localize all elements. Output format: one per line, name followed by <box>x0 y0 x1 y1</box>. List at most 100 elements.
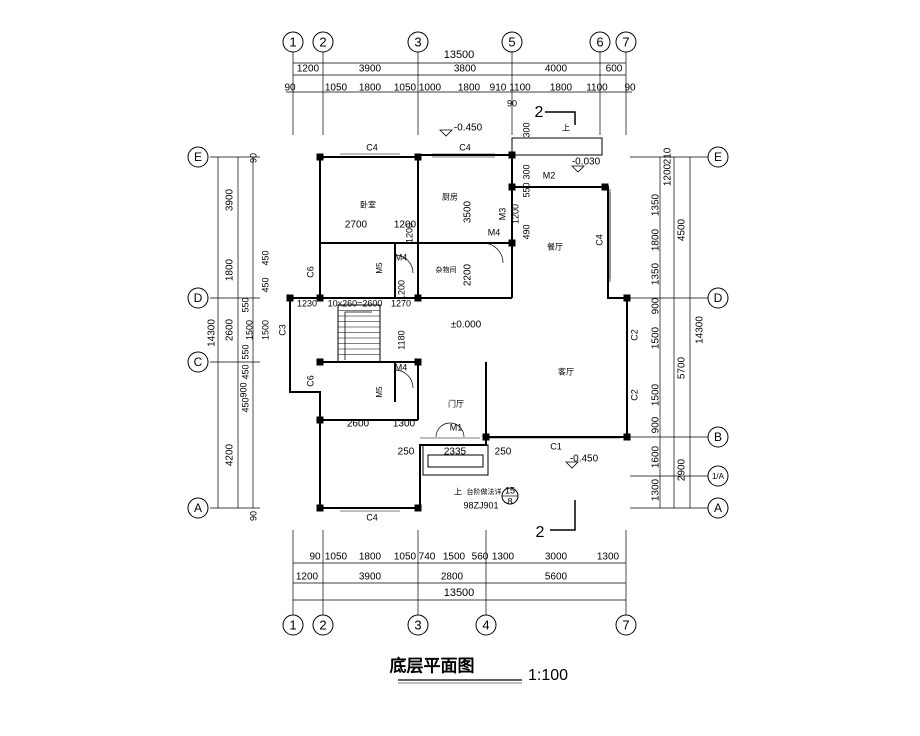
dim-text: 1500 <box>651 326 662 349</box>
column <box>316 294 324 302</box>
dim-text: 2900 <box>677 458 688 481</box>
ref-sheet: 8 <box>507 496 512 506</box>
column <box>623 433 631 441</box>
dim-text: 550 <box>240 344 250 359</box>
opening-tag: M3 <box>497 208 507 221</box>
dim-text: 1200 <box>296 572 319 583</box>
dim-text: 4200 <box>225 443 236 466</box>
door-swing <box>482 242 504 264</box>
dim-text: 1350 <box>651 193 662 216</box>
column <box>508 239 516 247</box>
dim-text: 14300 <box>207 319 218 347</box>
room-name: 客厅 <box>558 367 574 377</box>
column <box>508 183 516 191</box>
axis-label: 2 <box>319 34 326 49</box>
dim-text: 1200 <box>394 220 417 231</box>
drawing-scale: 1:100 <box>528 667 568 684</box>
level-mark: -0.450 <box>570 454 599 465</box>
room-name: 门厅 <box>448 399 464 409</box>
axis-bubble <box>312 31 334 53</box>
entry-step <box>511 137 603 156</box>
dim-text: 910 <box>490 83 507 94</box>
column <box>601 183 609 191</box>
level-mark: ±0.000 <box>451 320 482 331</box>
opening-tag: M4 <box>395 362 408 372</box>
opening-tag: M4 <box>395 252 408 262</box>
dim-text: 1180 <box>396 330 406 349</box>
axis-label: E <box>714 150 722 164</box>
dim-text: 450 <box>260 277 270 292</box>
dim-text: 1300 <box>393 419 416 430</box>
axis-label: A <box>714 501 722 515</box>
axis-label: 4 <box>482 617 489 632</box>
axis-bubble <box>407 31 429 53</box>
axis-bubble <box>615 31 637 53</box>
dim-text: 1300 <box>597 552 620 563</box>
level-triangle <box>439 129 453 137</box>
opening-tag: C4 <box>594 234 604 246</box>
dim-text: 1350 <box>651 262 662 285</box>
opening-tag: M2 <box>543 170 556 180</box>
axis-bubble <box>707 426 729 448</box>
dim-text: 1200 <box>404 223 414 243</box>
dim-text: 1300 <box>651 478 662 501</box>
opening-tag: C4 <box>459 142 471 152</box>
dim-text: 1100 <box>586 83 608 94</box>
axis-bubble <box>187 146 209 168</box>
axis-label: 2 <box>319 617 326 632</box>
dim-text: 3000 <box>545 552 568 563</box>
level-mark: -0.030 <box>572 157 601 168</box>
dim-text: 1000 <box>419 83 442 94</box>
axis-label: 7 <box>622 617 629 632</box>
stair-up-label: 上 <box>454 488 462 497</box>
column <box>316 153 324 161</box>
column <box>316 416 324 424</box>
dim-text: 1800 <box>550 83 573 94</box>
axis-label: A <box>194 501 202 515</box>
column <box>316 358 324 366</box>
opening-tag: C2 <box>629 389 639 401</box>
dim-text: 10x260=2600 <box>328 298 383 308</box>
drawing-title: 底层平面图 <box>390 656 475 677</box>
dim-text: 1050 <box>394 83 417 94</box>
dim-text: 900 <box>651 297 662 314</box>
axis-bubble <box>707 465 729 487</box>
opening-tag: C1 <box>550 441 562 451</box>
dim-text: 450 <box>240 364 250 379</box>
axis-bubble <box>707 287 729 309</box>
dim-text: 90 <box>309 552 321 563</box>
dim-text: 560 <box>472 552 489 563</box>
dim-text: 3900 <box>359 64 382 75</box>
dim-text: 1050 <box>325 83 348 94</box>
dim-text: 900 <box>238 382 248 397</box>
axis-bubble <box>475 614 497 636</box>
level-mark: -0.450 <box>454 123 483 134</box>
dim-text: 1500 <box>443 552 466 563</box>
dim-text: 1300 <box>492 552 515 563</box>
opening-tag: C6 <box>305 266 315 278</box>
door-swing <box>394 369 414 389</box>
dim-text: 14300 <box>695 316 706 344</box>
dim-text: 4500 <box>677 218 688 241</box>
ref-number: 15 <box>505 485 515 495</box>
opening-tag: M5 <box>375 262 384 274</box>
room-name: 卧室 <box>360 200 376 210</box>
dim-text: 1600 <box>651 445 662 468</box>
opening-tag: C6 <box>305 375 315 387</box>
dim-text: 3800 <box>454 64 477 75</box>
column <box>316 504 324 512</box>
section-line <box>545 111 576 125</box>
dim-text: 13500 <box>444 49 475 61</box>
column <box>623 294 631 302</box>
dim-text: 550 <box>521 182 531 197</box>
dim-text: 250 <box>398 447 415 458</box>
opening-tag: C4 <box>366 512 378 522</box>
column <box>414 294 422 302</box>
dim-text: 1500 <box>260 320 270 340</box>
axis-bubble <box>187 287 209 309</box>
door-swing <box>449 422 465 438</box>
section-line <box>550 500 576 531</box>
axis-label: 1/A <box>712 472 725 481</box>
dim-text: 450 <box>260 250 270 265</box>
